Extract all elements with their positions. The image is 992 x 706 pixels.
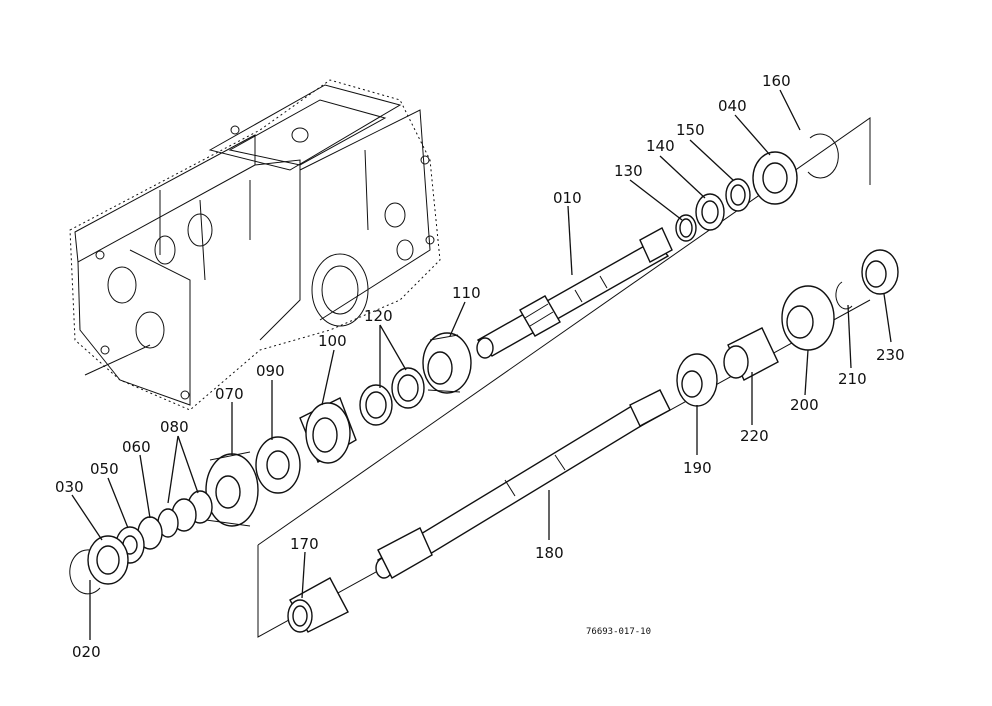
- callout-060: 060: [122, 438, 151, 456]
- lower-left-rings: [69, 490, 213, 595]
- lower-right-parts: [676, 249, 899, 407]
- callout-100: 100: [318, 332, 347, 350]
- callout-090: 090: [256, 362, 285, 380]
- callout-050: 050: [90, 460, 119, 478]
- callout-170: 170: [290, 535, 319, 553]
- callout-210: 210: [838, 370, 867, 388]
- callout-150: 150: [676, 121, 705, 139]
- callout-200: 200: [790, 396, 819, 414]
- callout-160: 160: [762, 72, 791, 90]
- callout-230: 230: [876, 346, 905, 364]
- callout-070: 070: [215, 385, 244, 403]
- callout-140: 140: [646, 137, 675, 155]
- callout-120: 120: [364, 307, 393, 325]
- callout-020: 020: [72, 643, 101, 661]
- callouts: 010 020 030 040 050 060 070 080 090 100 …: [55, 72, 905, 661]
- output-shaft-180: [375, 389, 671, 579]
- callout-220: 220: [740, 427, 769, 445]
- callout-130: 130: [614, 162, 643, 180]
- callout-190: 190: [683, 459, 712, 477]
- callout-010: 010: [553, 189, 582, 207]
- callout-180: 180: [535, 544, 564, 562]
- callout-080: 080: [160, 418, 189, 436]
- callout-040: 040: [718, 97, 747, 115]
- main-shaft-010: [476, 227, 673, 359]
- leader-lines: [71, 89, 892, 640]
- sleeve-170: [287, 577, 349, 633]
- upper-rings: [675, 133, 839, 242]
- transmission-case: [69, 79, 441, 411]
- upper-gears: [299, 332, 472, 464]
- lower-left-gears: [205, 436, 301, 527]
- drawing-code: 76693-017-10: [586, 627, 651, 637]
- callout-030: 030: [55, 478, 84, 496]
- callout-110: 110: [452, 284, 481, 302]
